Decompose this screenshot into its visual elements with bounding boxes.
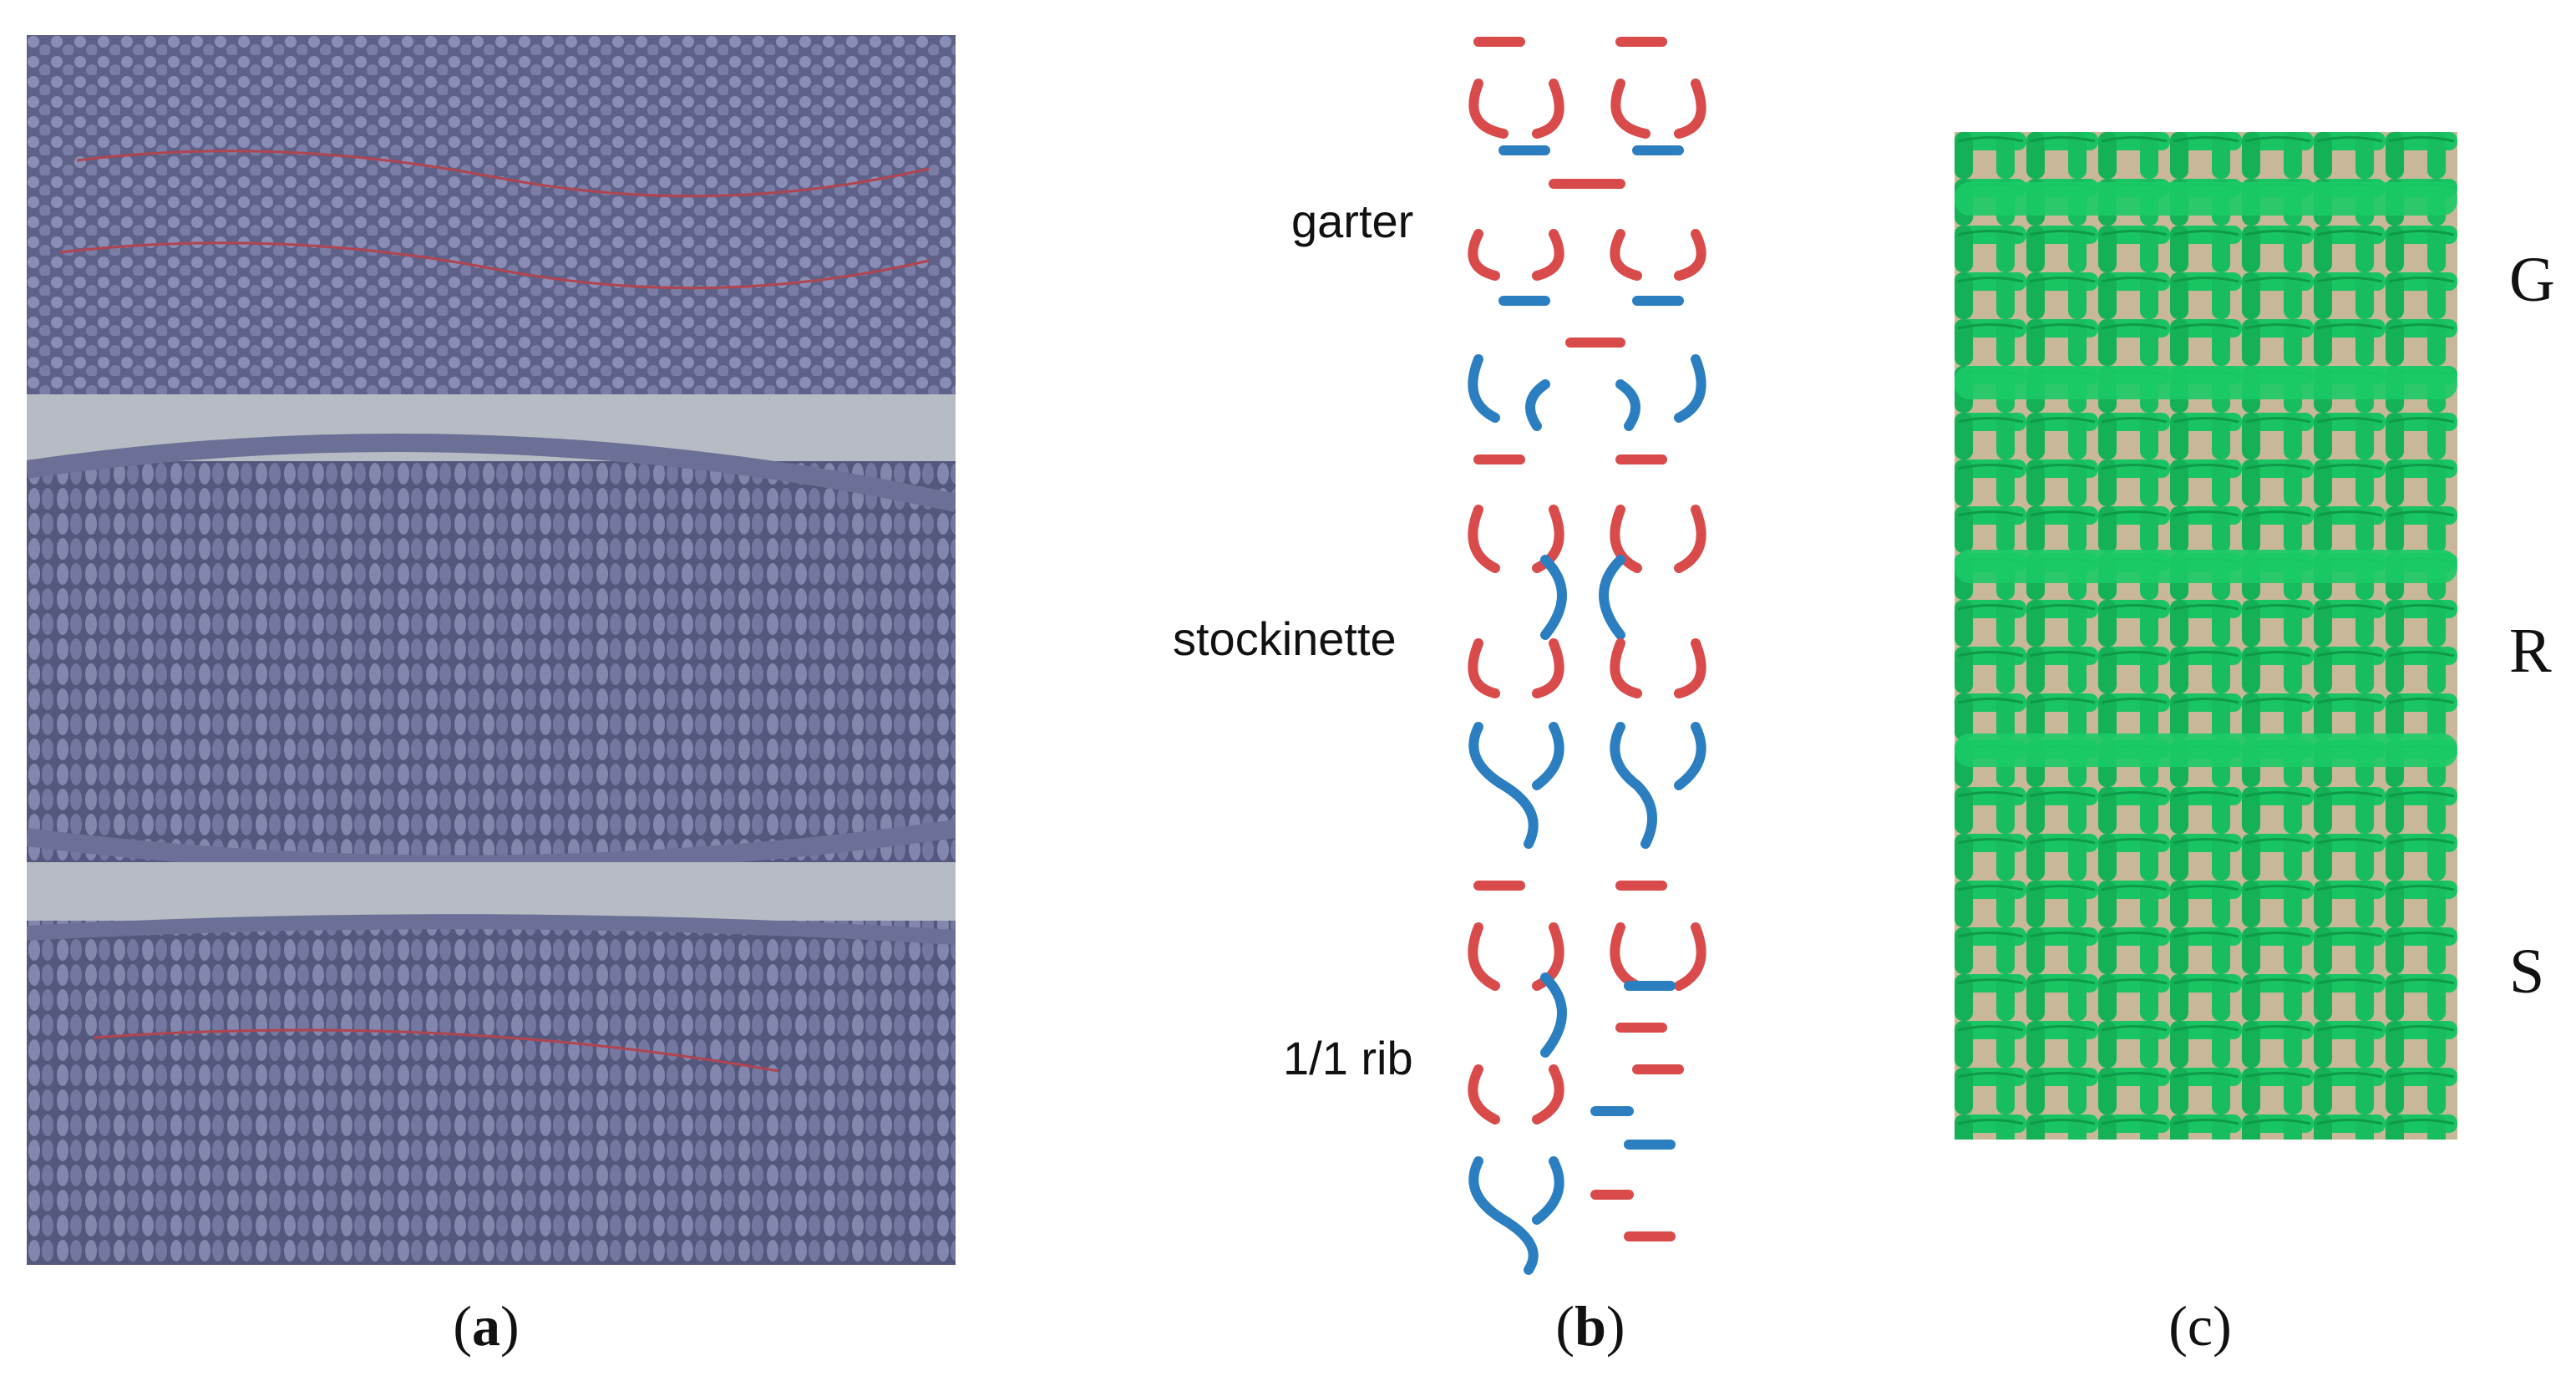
side-label-r: R [2509, 616, 2552, 686]
photo-green-swatch [1955, 132, 2457, 1140]
stitch-diagram [1453, 25, 1721, 1278]
stockinette-swatch [27, 461, 956, 862]
photo-purple-swatches [27, 35, 956, 1265]
caption-b: (b) [1555, 1294, 1625, 1358]
label-rib: 1/1 rib [1283, 1032, 1413, 1084]
stockinette-diagram [1468, 454, 1706, 849]
label-stockinette: stockinette [1173, 612, 1397, 665]
side-label-g: G [2509, 245, 2555, 315]
rib-swatch [27, 921, 956, 1265]
label-garter: garter [1291, 195, 1414, 247]
caption-c: (c) [2168, 1294, 2232, 1358]
caption-a: (a) [453, 1294, 520, 1358]
garter-diagram [1468, 37, 1706, 431]
garter-swatch [27, 35, 956, 394]
rib-diagram [1468, 881, 1706, 1275]
side-label-s: S [2509, 937, 2545, 1007]
